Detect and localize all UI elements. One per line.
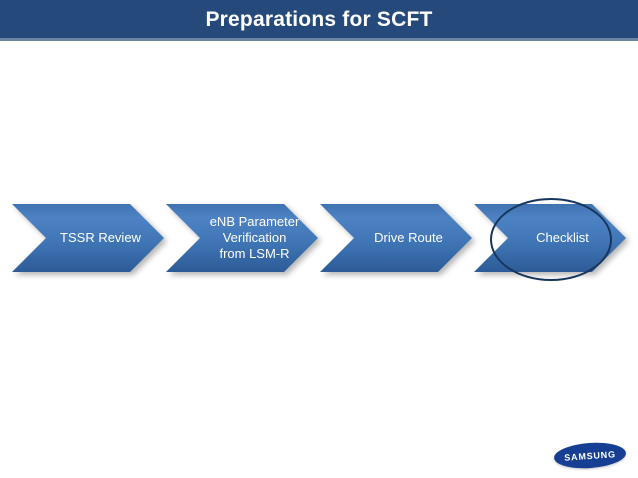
title-bar: Preparations for SCFT xyxy=(0,0,638,41)
flow-step-drive-route: Drive Route xyxy=(320,204,472,272)
page-title: Preparations for SCFT xyxy=(205,8,433,31)
checklist-highlight-ellipse xyxy=(490,198,612,281)
chevron-shape: TSSR Review xyxy=(12,204,164,272)
chevron-shape: Drive Route xyxy=(320,204,472,272)
flow-step-label: Drive Route xyxy=(374,229,443,245)
samsung-logo-text: SAMSUNG xyxy=(563,448,617,463)
flow-step-tssr-review: TSSR Review xyxy=(12,204,164,272)
flow-step-label: eNB Parameter Verification from LSM-R xyxy=(209,213,300,262)
flow-step-enb-parameter-verification: eNB Parameter Verification from LSM-R xyxy=(166,204,318,272)
chevron-shape: eNB Parameter Verification from LSM-R xyxy=(166,204,318,272)
flow-step-label: TSSR Review xyxy=(60,229,141,245)
